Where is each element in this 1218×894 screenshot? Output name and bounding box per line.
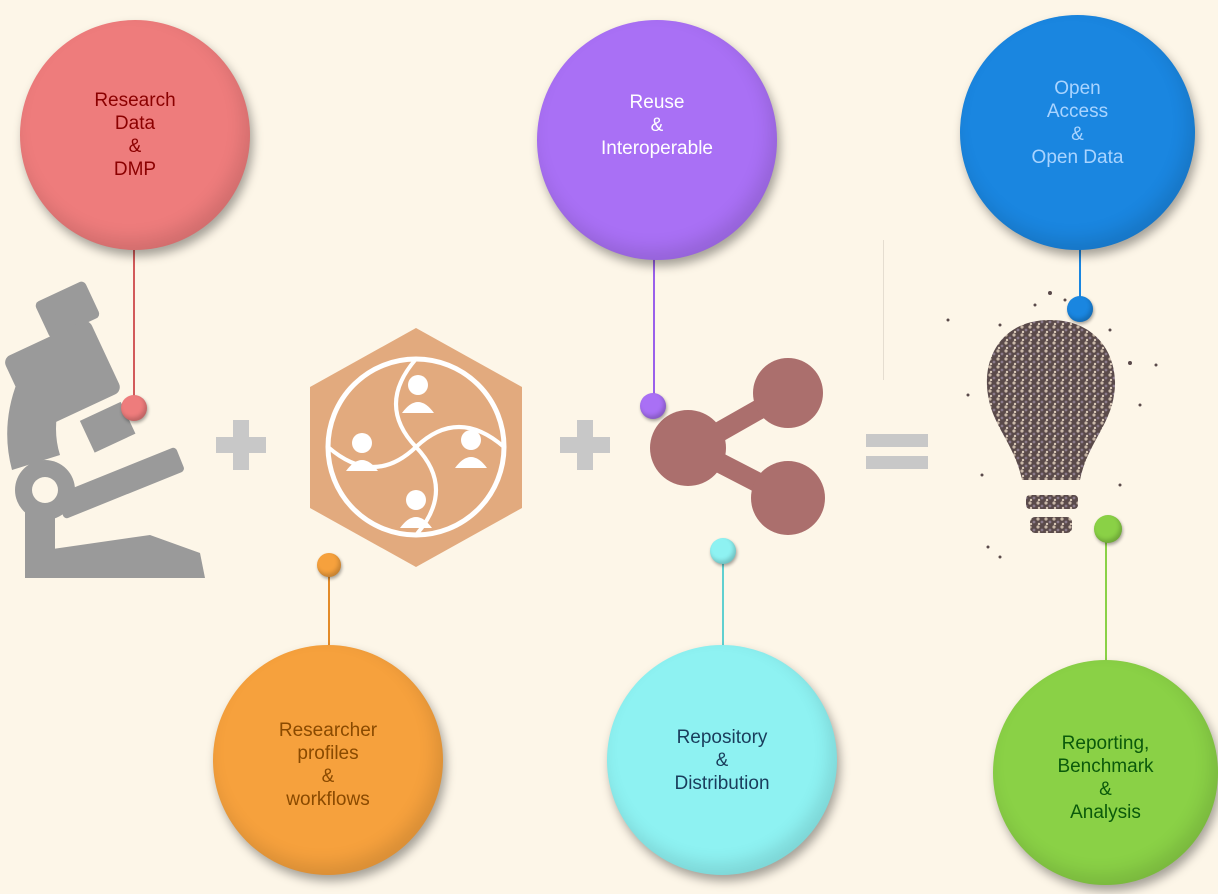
- divider: [883, 240, 884, 380]
- node-repository: Repository & Distribution: [607, 645, 837, 875]
- connector-repository: [722, 550, 724, 650]
- node-research-data-line-3: &: [128, 136, 142, 157]
- crowd-lightbulb-icon: [946, 291, 1158, 559]
- node-research-data-line-4: DMP: [113, 159, 157, 180]
- connector-research-data: [133, 225, 135, 405]
- node-reporting-line-4: Analysis: [1070, 801, 1141, 823]
- node-reporting-line-2: Benchmark: [1057, 755, 1154, 777]
- node-open-access-line-4: Open Data: [1031, 146, 1124, 168]
- node-reuse-line-2: &: [650, 114, 664, 136]
- connector-open-access: [1079, 225, 1081, 310]
- node-open-access: Open Access & Open Data: [960, 15, 1195, 250]
- node-researcher-profiles-line-4: workflows: [286, 789, 370, 810]
- connector-researcher-profiles: [328, 565, 330, 650]
- connector-dot-reporting: [1094, 515, 1122, 543]
- connector-dot-researcher-profiles: [317, 553, 341, 577]
- connector-dot-research-data: [121, 395, 147, 421]
- node-reuse-line-1: Reuse: [629, 91, 685, 113]
- plus-operator-1: [216, 420, 266, 470]
- node-researcher-profiles-line-1: Researcher: [278, 720, 378, 741]
- node-reporting-line-1: Reporting,: [1061, 732, 1150, 754]
- node-research-data-line-2: Data: [114, 113, 156, 134]
- node-repository-line-2: &: [715, 749, 729, 771]
- share-icon: [650, 358, 825, 535]
- equals-operator: [866, 434, 928, 469]
- connector-dot-repository: [710, 538, 736, 564]
- node-research-data: Research Data & DMP: [20, 20, 250, 250]
- node-open-access-line-1: Open: [1054, 77, 1101, 99]
- node-reporting-line-3: &: [1099, 778, 1112, 800]
- node-reporting: Reporting, Benchmark & Analysis: [993, 660, 1218, 885]
- node-open-access-line-3: &: [1071, 123, 1084, 145]
- node-repository-line-3: Distribution: [674, 772, 770, 794]
- node-reuse-line-3: Interoperable: [601, 137, 713, 159]
- plus-operator-2: [560, 420, 610, 470]
- node-researcher-profiles-line-2: profiles: [297, 743, 359, 764]
- microscope-icon: [5, 281, 205, 578]
- node-researcher-profiles-line-3: &: [321, 766, 335, 787]
- connector-reporting: [1105, 528, 1107, 668]
- connector-dot-reuse: [640, 393, 666, 419]
- node-reuse: Reuse & Interoperable: [537, 20, 777, 260]
- connector-reuse: [653, 245, 655, 405]
- node-open-access-line-2: Access: [1046, 100, 1109, 122]
- node-research-data-line-1: Research: [94, 90, 176, 111]
- node-repository-line-1: Repository: [676, 726, 768, 748]
- node-researcher-profiles: Researcher profiles & workflows: [213, 645, 443, 875]
- connector-dot-open-access: [1067, 296, 1093, 322]
- team-collaboration-icon: [310, 328, 522, 567]
